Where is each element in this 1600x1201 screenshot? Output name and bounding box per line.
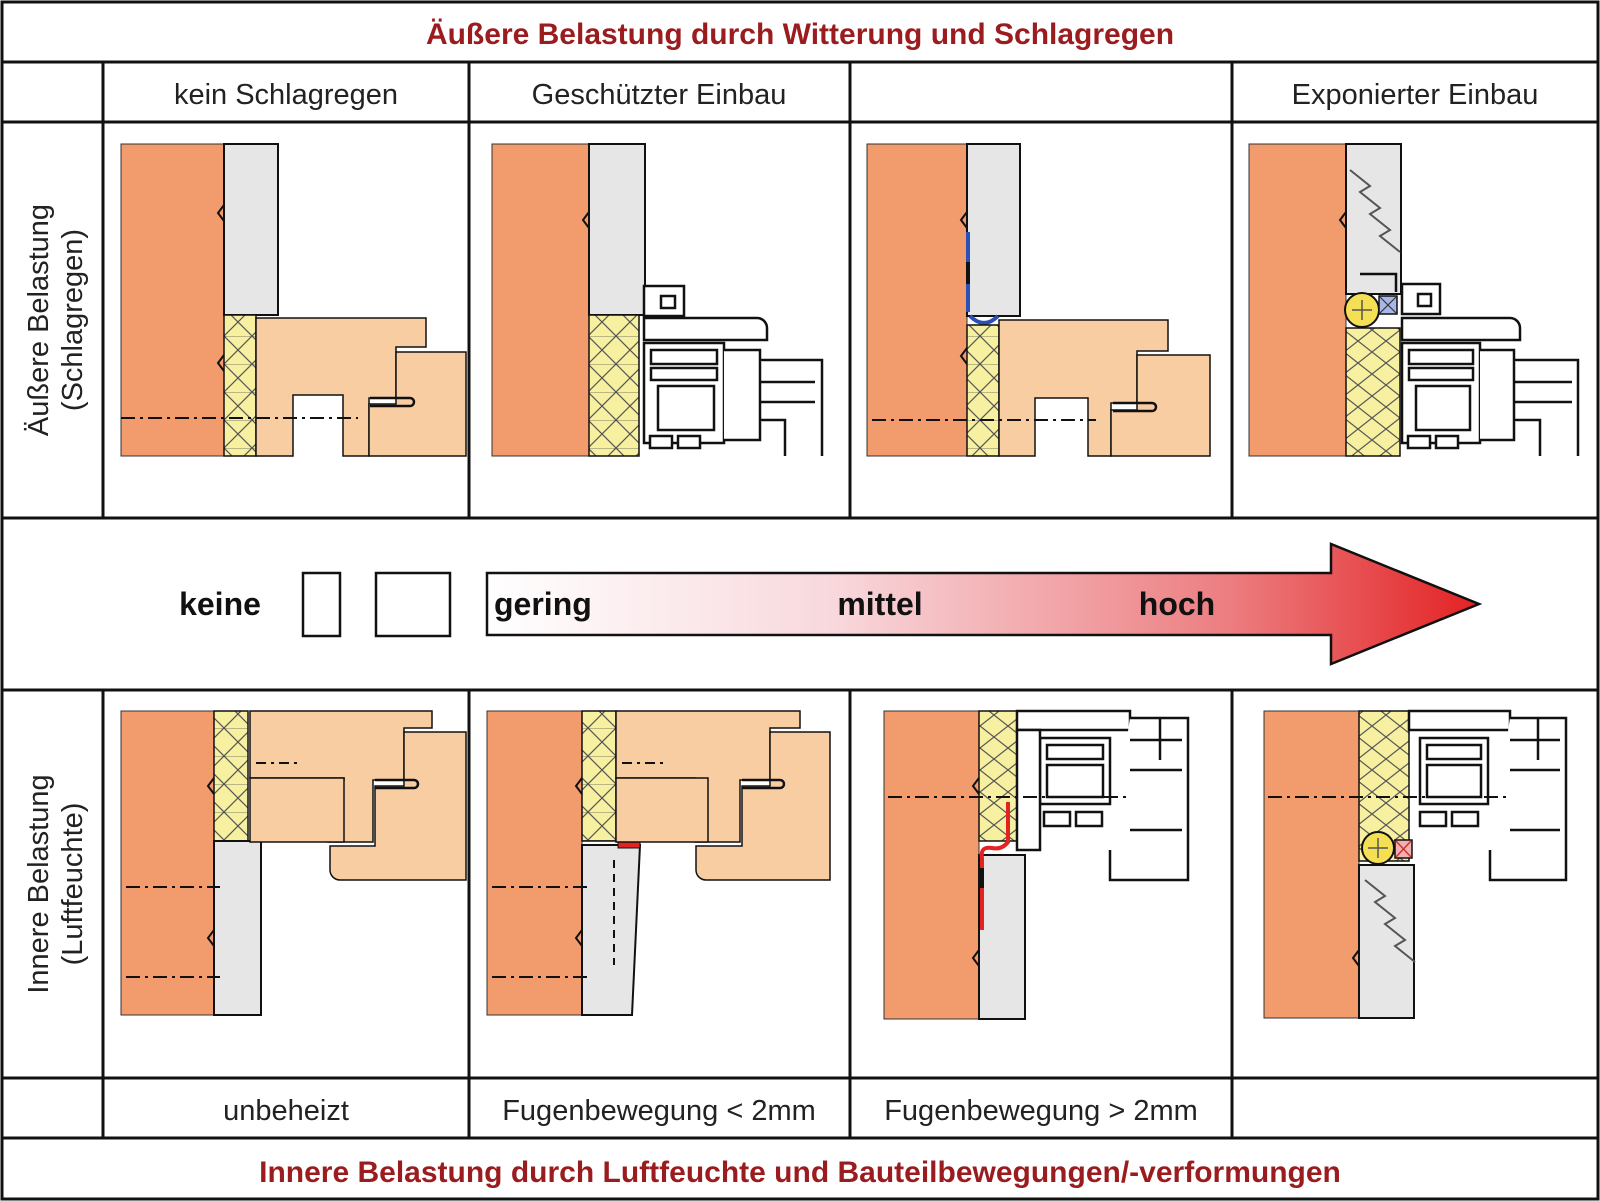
scale-label-low: gering <box>494 586 592 622</box>
detail-top-no-rain <box>120 143 467 457</box>
row-label-inner-line2: (Luftfeuchte) <box>57 803 89 966</box>
scale-label-high: hoch <box>1139 586 1215 622</box>
detail-top-middle <box>866 143 1211 457</box>
detail-bottom-unheated <box>120 710 467 1016</box>
row-label-inner: Innere Belastung (Luftfeuchte) <box>23 774 89 993</box>
bottom-title: Innere Belastung durch Luftfeuchte und B… <box>259 1156 1341 1189</box>
detail-top-protected <box>491 143 824 457</box>
row-label-outer: Äußere Belastung (Schlagregen) <box>23 204 89 436</box>
column-header-no-rain: kein Schlagregen <box>174 79 398 111</box>
detail-bottom-joint-small <box>486 710 831 1016</box>
column-footer-joint-large: Fugenbewegung > 2mm <box>884 1095 1198 1127</box>
scale-label-medium: mittel <box>837 586 922 622</box>
detail-top-exposed <box>1248 143 1580 457</box>
row-label-outer-line1: Äußere Belastung <box>23 204 55 436</box>
scale-swatch-wide <box>374 571 452 638</box>
row-label-inner-line1: Innere Belastung <box>23 774 55 993</box>
load-gradient-arrow <box>485 542 1483 666</box>
column-header-protected: Geschützter Einbau <box>532 79 787 111</box>
load-scale: keine gering mittel hoch <box>179 542 1483 666</box>
top-title: Äußere Belastung durch Witterung und Sch… <box>426 18 1174 51</box>
scale-swatch-narrow <box>301 571 342 638</box>
column-footer-unheated: unbeheizt <box>223 1095 349 1127</box>
row-label-outer-line2: (Schlagregen) <box>57 229 89 411</box>
scale-label-none: keine <box>179 586 261 622</box>
column-header-exposed: Exponierter Einbau <box>1292 79 1539 111</box>
column-footer-joint-small: Fugenbewegung < 2mm <box>502 1095 816 1127</box>
detail-bottom-joint-large <box>883 709 1190 1020</box>
detail-bottom-right <box>1263 709 1568 1019</box>
